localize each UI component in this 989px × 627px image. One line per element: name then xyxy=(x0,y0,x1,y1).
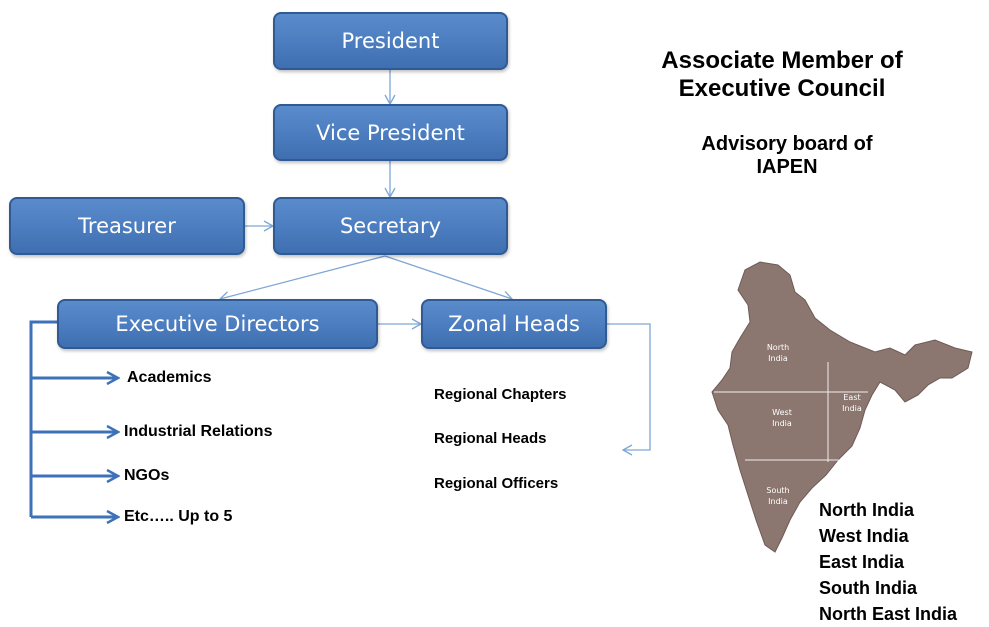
map-label-west-2: India xyxy=(772,419,792,428)
map-label-south-2: India xyxy=(768,497,788,506)
advisory-board: Advisory board of IAPEN xyxy=(662,133,912,179)
map-label-east-2: India xyxy=(842,404,862,413)
zone-west-india: West India xyxy=(819,526,909,546)
regional-heads: Regional Heads xyxy=(434,430,547,447)
vice-president-box: Vice President xyxy=(273,104,508,161)
council-title-line1: Associate Member of xyxy=(661,47,903,74)
council-title-line2: Executive Council xyxy=(678,75,886,102)
zone-north-east-india: North East India xyxy=(819,604,958,624)
advisory-line1: Advisory board of xyxy=(701,133,873,155)
secretary-box: Secretary xyxy=(273,197,508,255)
regional-officers: Regional Officers xyxy=(434,475,559,492)
map-label-west: West xyxy=(772,408,792,417)
executive-directors-box: Executive Directors xyxy=(57,299,378,349)
branch-ngos: NGOs xyxy=(124,467,170,484)
zone-east-india: East India xyxy=(819,552,905,572)
map-label-north-2: India xyxy=(768,354,788,363)
treasurer-box: Treasurer xyxy=(9,197,245,255)
branch-academics: Academics xyxy=(127,369,212,386)
zonal-to-regional-arrow xyxy=(606,323,651,456)
secretary-to-executive-arrow xyxy=(218,255,386,303)
regional-chapters: Regional Chapters xyxy=(434,386,567,403)
branch-etc: Etc….. Up to 5 xyxy=(124,508,233,525)
zonal-heads-box: Zonal Heads xyxy=(421,299,607,349)
advisory-line2: IAPEN xyxy=(756,156,818,178)
map-label-south: South xyxy=(766,486,789,495)
branch-industrial-relations: Industrial Relations xyxy=(124,423,273,440)
executive-branch-bracket xyxy=(29,320,58,517)
zone-list: North India West India East India South … xyxy=(819,497,957,627)
india-map-shape xyxy=(711,261,973,553)
council-title: Associate Member of Executive Council xyxy=(632,47,932,103)
zone-south-india: South India xyxy=(819,578,917,598)
map-label-north: North xyxy=(767,343,789,352)
secretary-to-zonal-arrow xyxy=(384,255,514,302)
zone-north-india: North India xyxy=(819,500,914,520)
president-box: President xyxy=(273,12,508,70)
map-label-east: East xyxy=(843,393,860,402)
